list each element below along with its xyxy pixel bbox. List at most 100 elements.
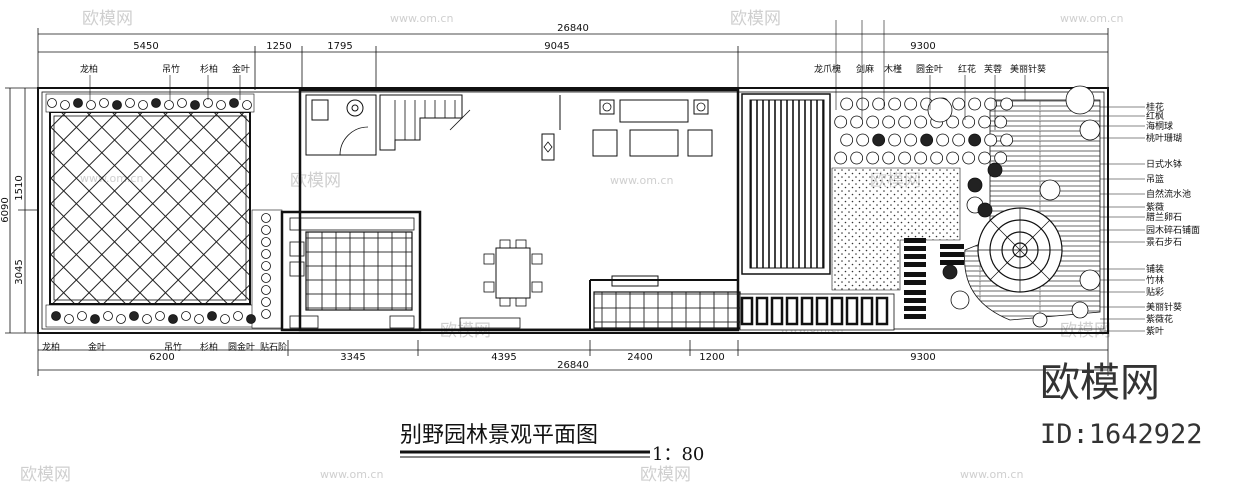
label-top-right-1: 龙爪槐 [814,63,841,75]
shrub-symbol [60,100,70,110]
label-right-6: 吊篮 [1146,173,1164,185]
shrub-symbol [151,98,161,108]
shrub-symbol [987,162,1003,178]
watermark-brand-8: 欧模网 [640,465,691,485]
shrub-symbol [246,314,256,324]
watermark-url-2: www.om.cn [1060,12,1123,25]
label-top-right-2: 剑麻 [856,63,874,75]
watermark-id: ID:1642922 [1040,419,1203,450]
stepping-stone [755,296,769,326]
left-courtyard [45,93,283,329]
shrub-symbol [914,151,928,165]
shrub-symbol [872,133,886,147]
shrub-symbol [142,314,152,324]
shrub-symbol [888,133,902,147]
house-floor-plan [280,88,740,332]
label-bottom-left-3: 吊竹 [164,341,182,353]
shrub-symbol [856,133,870,147]
dim-bottom-seg-6: 9300 [910,352,935,363]
label-top-right-6: 芙蓉 [984,63,1002,75]
shrub-symbol [103,311,113,321]
label-bottom-left-6: 贴石阶 [260,341,287,353]
stepping-stone [875,296,889,326]
shrub-symbol [220,314,230,324]
watermark-url-6: www.om.cn [320,468,383,481]
label-right-8: 紫薇 [1146,201,1164,213]
shrub-symbol [914,115,928,129]
shrub-symbol [866,151,880,165]
shrub-symbol [952,133,966,147]
shrub-symbol [866,115,880,129]
shrub-symbol [112,100,122,110]
shrub-symbol [261,285,271,295]
label-right-5: 日式水钵 [1146,158,1182,170]
label-top-right-3: 木槿 [884,63,902,75]
shrub-symbol [834,115,848,129]
stepping-stone [860,296,874,326]
shrub-symbol [927,97,953,123]
dim-bottom-seg-3: 4395 [491,352,516,363]
stepping-stone [830,296,844,326]
label-bottom-left-5: 圆金叶 [228,341,255,353]
shrub-symbol [942,264,958,280]
shrub-symbol [190,100,200,110]
stepping-stone [800,296,814,326]
watermark-brand-2: 欧模网 [730,9,781,29]
label-right-16: 紫薇花 [1146,313,1173,325]
stepping-stone [785,296,799,326]
shrub-symbol [164,100,174,110]
shrub-symbol [138,100,148,110]
shrub-symbol [116,314,126,324]
shrub-symbol [1039,179,1061,201]
label-top-left-2: 吊竹 [162,63,180,75]
watermark-brand-7: 欧模网 [20,465,71,485]
watermark-brand-6: 欧模网 [1060,321,1111,341]
shrub-symbol [936,133,950,147]
shrub-symbol [984,97,998,111]
shrub-symbol [962,115,976,129]
watermark-brand-1: 欧模网 [82,9,133,29]
shrub-symbol [229,98,239,108]
label-right-3: 海桐球 [1146,120,1173,132]
label-top-left-4: 金叶 [232,63,250,75]
label-bottom-left-1: 龙柏 [42,341,60,353]
label-right-11: 景石步石 [1146,237,1182,248]
shrub-symbol [850,115,864,129]
shrub-symbol [904,97,918,111]
shrub-symbol [977,202,993,218]
dim-bottom-seg-4: 2400 [627,352,652,363]
dimension-texts: 26840 5450 1250 1795 9045 9300 6200 3345… [0,23,936,371]
stepping-stone [815,296,829,326]
shrub-symbol [962,151,976,165]
shrub-symbol [834,151,848,165]
stepping-stones [740,296,889,326]
label-top-left-1: 龙柏 [80,63,98,75]
shrub-symbol [888,97,902,111]
shrub-symbol [850,151,864,165]
label-right-10: 园木碎石铺面 [1146,224,1200,236]
shrub-symbol [1079,269,1101,291]
dim-bottom-seg-5: 1200 [699,352,724,363]
shrub-symbol [77,311,87,321]
shrub-symbol [967,177,983,193]
drawing-scale: 1：80 [652,444,704,465]
dim-top-total: 26840 [557,23,589,34]
shrub-symbol [261,213,271,223]
shrub-symbol [994,115,1008,129]
label-right-1: 桂花 [1146,101,1164,113]
dim-bottom-seg-1: 6200 [149,352,174,363]
dim-left-seg-2: 3045 [14,259,25,284]
stepping-stone [845,296,859,326]
label-right-2: 红枫 [1146,110,1164,122]
right-garden-plants [834,85,1101,328]
dim-top-seg-3: 1795 [327,41,352,52]
shrub-symbol [994,151,1008,165]
shrub-symbol [207,311,217,321]
shrub-symbol [181,311,191,321]
shrub-symbol [1000,133,1014,147]
label-top-right-7: 美丽针葵 [1010,63,1046,75]
label-top-left-3: 杉柏 [200,63,218,75]
shrub-symbol [968,97,982,111]
shrub-symbol [216,100,226,110]
